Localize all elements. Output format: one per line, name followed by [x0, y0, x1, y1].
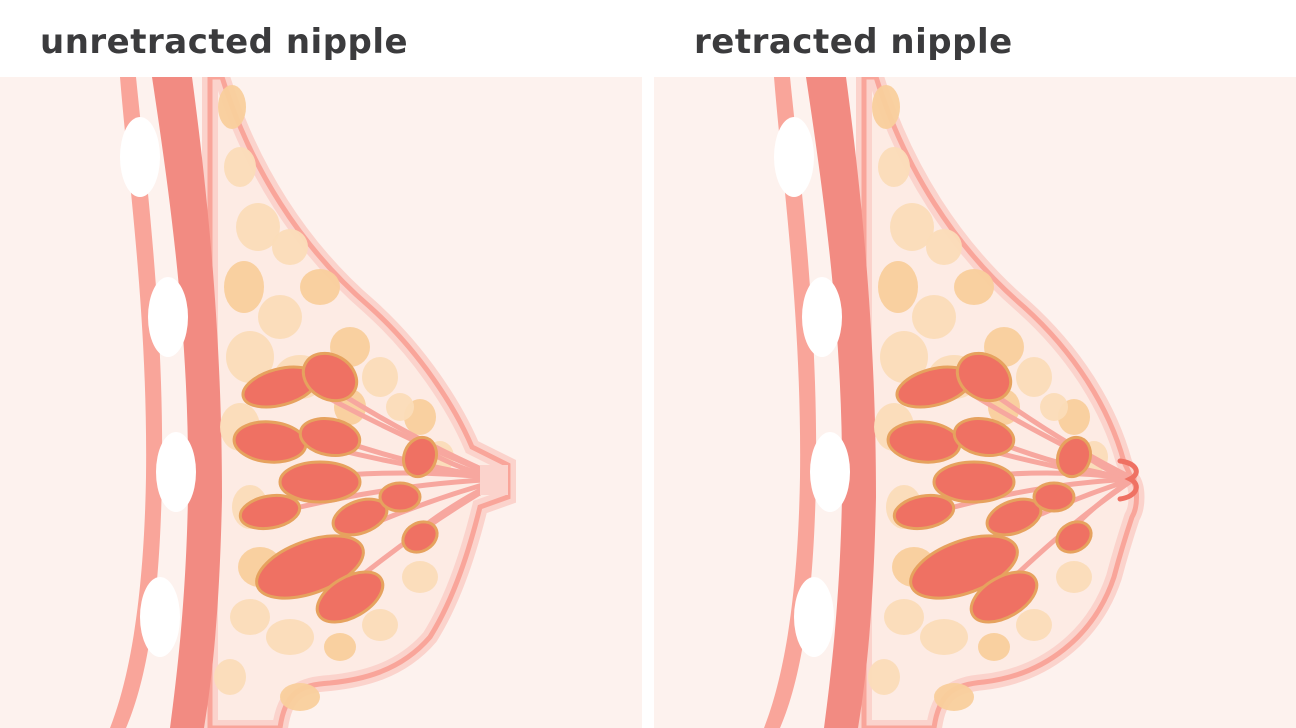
fat-lobule-23 [1056, 561, 1092, 593]
fat-lobule-20 [1016, 609, 1052, 641]
gland-lobule-4 [298, 417, 362, 457]
fat-lobule-7 [954, 269, 994, 305]
fat-lobule-6 [258, 295, 302, 339]
rib-1 [774, 117, 814, 197]
fat-lobule-21 [868, 659, 900, 695]
fat-lobule-17 [884, 599, 924, 635]
fat-lobule-19 [324, 633, 356, 661]
gland-lobule-11 [401, 520, 439, 554]
gland-lobule-11 [1055, 520, 1093, 554]
milk-duct-2 [981, 384, 1137, 482]
fat-lobule-24 [1040, 393, 1068, 421]
unretracted-nipple-diagram [0, 77, 642, 728]
fat-lobule-11 [1016, 357, 1052, 397]
fat-lobule-8 [226, 331, 274, 383]
gland-lobule-2 [301, 351, 359, 403]
fat-lobule-6 [912, 295, 956, 339]
fat-lobule-11 [362, 357, 398, 397]
retracted-nipple-diagram [654, 77, 1296, 728]
fat-lobule-5 [272, 229, 308, 265]
pectoral-muscle [806, 77, 876, 728]
fat-lobule-18 [266, 619, 314, 655]
fat-lobule-3 [890, 203, 934, 251]
fat-lobule-2 [878, 147, 910, 187]
rib-2 [802, 277, 842, 357]
retracted-nipple [1117, 458, 1139, 502]
fat-lobule-1 [218, 85, 246, 129]
skin-layer [861, 77, 1139, 728]
fat-lobule-18 [920, 619, 968, 655]
fat-lobule-4 [878, 261, 918, 313]
rib-3 [810, 432, 850, 512]
gland-lobule-9 [315, 570, 385, 624]
gland-lobule-12 [1032, 481, 1076, 513]
rib-4 [794, 577, 834, 657]
rib-3 [156, 432, 196, 512]
fat-lobule-24 [386, 393, 414, 421]
gland-lobule-12 [378, 481, 422, 513]
chest-wall-band [764, 77, 817, 728]
fat-lobule-7 [300, 269, 340, 305]
unretracted-nipple-label: unretracted nipple [40, 22, 409, 62]
fat-lobule-19 [978, 633, 1010, 661]
fat-lobule-1 [872, 85, 900, 129]
gland-lobule-4 [952, 417, 1016, 457]
gland-lobule-6 [238, 493, 302, 531]
retracted-nipple-label: retracted nipple [694, 22, 1013, 62]
rib-4 [140, 577, 180, 657]
gland-lobule-5 [278, 460, 362, 504]
pectoral-muscle [152, 77, 222, 728]
nipple [480, 465, 508, 495]
fat-lobule-21 [214, 659, 246, 695]
gland-lobule-9 [969, 570, 1039, 624]
rib-1 [120, 117, 160, 197]
gland-lobule-10 [401, 435, 439, 479]
gland-lobule-10 [1055, 435, 1093, 479]
fat-lobule-4 [224, 261, 264, 313]
fat-lobule-5 [926, 229, 962, 265]
rib-2 [148, 277, 188, 357]
chest-wall-band [110, 77, 163, 728]
fat-lobule-23 [402, 561, 438, 593]
gland-lobule-2 [955, 351, 1013, 403]
gland-lobule-6 [892, 493, 956, 531]
fat-lobule-3 [236, 203, 280, 251]
fat-lobule-2 [224, 147, 256, 187]
fat-lobule-22 [934, 683, 974, 711]
skin-layer [207, 77, 511, 728]
gland-lobule-5 [932, 460, 1016, 504]
fat-lobule-20 [362, 609, 398, 641]
fat-lobule-22 [280, 683, 320, 711]
fat-lobule-17 [230, 599, 270, 635]
fat-lobule-8 [880, 331, 928, 383]
